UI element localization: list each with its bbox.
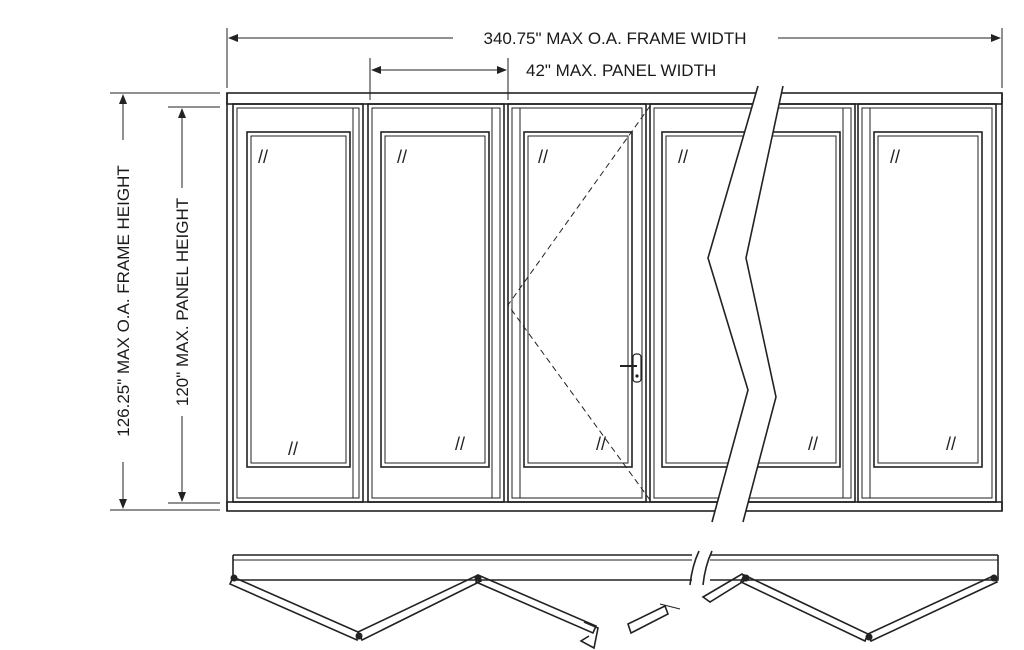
door-panel: // //	[232, 103, 364, 503]
panel-height-dimension: 120" MAX. PANEL HEIGHT	[168, 106, 220, 504]
glass-mark-icon: //	[397, 147, 407, 167]
glass-mark-icon: //	[946, 434, 956, 454]
frame-height-dimension: 126.25" MAX O.A. FRAME HEIGHT	[110, 92, 220, 511]
glass-mark-icon: //	[678, 147, 688, 167]
folding-plan-view	[228, 550, 999, 650]
hinge-pivot-icon	[742, 574, 750, 582]
hinge-pivot-icon	[865, 633, 873, 641]
break-line-symbol	[707, 85, 784, 523]
swing-direction-line	[507, 105, 651, 501]
panel-width-label: 42" MAX. PANEL WIDTH	[526, 61, 716, 80]
frame-width-dimension: 340.75" MAX O.A. FRAME WIDTH	[226, 28, 1003, 88]
door-panel: // //	[857, 103, 997, 503]
glass-mark-icon: //	[808, 434, 818, 454]
glass-mark-icon: //	[258, 147, 268, 167]
glass-mark-icon: //	[455, 434, 465, 454]
frame-width-label: 340.75" MAX O.A. FRAME WIDTH	[484, 29, 747, 48]
panel-height-label: 120" MAX. PANEL HEIGHT	[173, 198, 192, 406]
glass-mark-icon: //	[596, 434, 606, 454]
hinge-pivot-icon	[355, 632, 363, 640]
hinge-pivot-icon	[230, 574, 238, 582]
door-handle-icon	[620, 353, 642, 383]
frame-height-label: 126.25" MAX O.A. FRAME HEIGHT	[114, 165, 133, 437]
door-panel: // //	[367, 103, 505, 503]
glass-mark-icon: //	[890, 147, 900, 167]
swing-door-panel: // //	[507, 103, 651, 503]
glass-mark-icon: //	[538, 147, 548, 167]
hinge-pivot-icon	[990, 574, 998, 582]
glass-mark-icon: //	[288, 439, 298, 459]
hinge-pivot-icon	[474, 574, 482, 582]
